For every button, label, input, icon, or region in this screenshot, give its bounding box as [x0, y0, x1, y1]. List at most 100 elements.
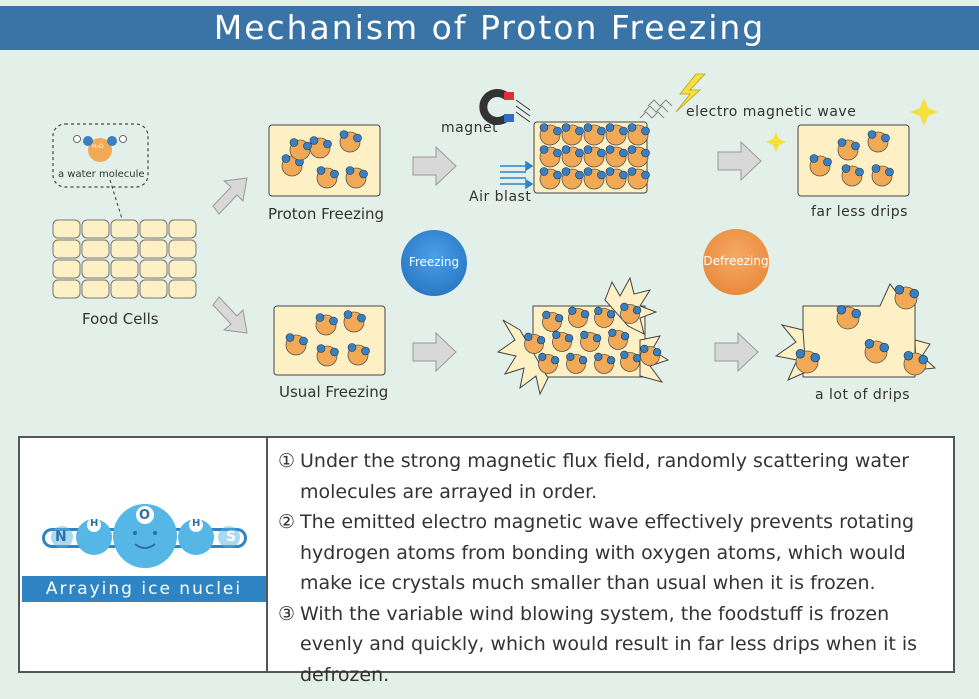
- food-cell: [139, 219, 168, 239]
- hydrogen-atom: [851, 141, 860, 151]
- hydrogen-atom: [339, 130, 349, 139]
- hydrogen-atom: [329, 316, 338, 326]
- page-title: Mechanism of Proton Freezing: [213, 8, 766, 47]
- food-cell: [168, 239, 197, 259]
- hydrogen-atom: [641, 170, 650, 180]
- magnet-label: magnet: [441, 120, 499, 136]
- point-2: ② The emitted electro magnetic wave effe…: [278, 507, 948, 599]
- atom-o: O: [139, 508, 151, 523]
- explanation-panel: N H O H S Arraying ice nuclei ① Under th…: [18, 436, 955, 686]
- hydrogen-atom: [871, 164, 881, 173]
- hydrogen-atom: [593, 334, 602, 343]
- atom-s: S: [226, 529, 237, 545]
- freezing-label: Freezing: [408, 255, 460, 269]
- food-cell: [52, 259, 81, 279]
- hydrogen-atom: [566, 352, 575, 361]
- hydrogen-atom: [909, 288, 919, 299]
- hydrogen-atom: [918, 354, 928, 365]
- hydrogen-atom: [867, 130, 877, 139]
- arrow-right-2: [717, 140, 762, 182]
- hydrogen-atom: [539, 123, 549, 132]
- food-cell: [139, 259, 168, 279]
- hydrogen-atom: [605, 167, 615, 176]
- proton-freezing-label: Proton Freezing: [268, 205, 385, 223]
- food-cell: [168, 219, 197, 239]
- hydrogen-atom: [575, 170, 584, 180]
- food-cells-label: Food Cells: [82, 310, 159, 328]
- hydrogen-atom: [855, 167, 864, 177]
- hydrogen-atom: [597, 126, 606, 136]
- sparkle-icon: [766, 98, 938, 152]
- hydrogen-atom: [579, 356, 588, 365]
- point-1-text: Under the strong magnetic flux field, ra…: [300, 450, 910, 503]
- hydrogen-atom: [361, 346, 370, 356]
- hydrogen-atom: [597, 148, 606, 158]
- hydrogen-atom: [653, 348, 662, 357]
- hydrogen-atom: [568, 306, 577, 315]
- food-cell: [52, 279, 81, 299]
- magnet-icon: [479, 89, 531, 125]
- hydrogen-atom: [555, 314, 564, 323]
- hydrogen-atom: [580, 330, 589, 339]
- atom-h-right: H: [192, 518, 201, 529]
- hydrogen-atom: [309, 136, 319, 145]
- hydrogen-atom: [537, 336, 546, 345]
- hydrogen-atom: [353, 133, 362, 143]
- hydrogen-atom: [583, 123, 593, 132]
- far-less-drips-label: far less drips: [811, 204, 908, 220]
- hydrogen-atom: [619, 148, 628, 158]
- hydrogen-atom: [565, 334, 574, 343]
- hydrogen-atom: [641, 126, 650, 136]
- food-cells-grid: [52, 219, 197, 299]
- hydrogen-atom: [289, 138, 299, 147]
- hydrogen-atom: [539, 167, 549, 176]
- hydrogen-atom: [607, 310, 616, 319]
- hydrogen-atom: [879, 342, 889, 353]
- hydrogen-atom: [810, 352, 820, 363]
- hydrogen-atom: [575, 126, 584, 136]
- hydrogen-atom: [551, 356, 560, 365]
- hydrogen-atom: [553, 126, 562, 136]
- hydrogen-atom: [316, 166, 326, 175]
- point-1-number: ①: [278, 450, 296, 472]
- hydrogen-atom: [641, 148, 650, 158]
- title-bar: [0, 6, 979, 50]
- hydrogen-atom: [627, 145, 637, 154]
- hydrogen-atom: [552, 330, 561, 339]
- food-cell: [81, 259, 110, 279]
- hydrogen-atom: [561, 123, 571, 132]
- defreezing-label: Defreezing: [703, 254, 769, 268]
- freezing-bubble: [401, 230, 467, 296]
- explanation-points: ① Under the strong magnetic flux field, …: [278, 446, 948, 690]
- em-wave-label: electro magnetic wave: [686, 104, 857, 120]
- hydrogen-atom: [640, 344, 649, 353]
- hydrogen-atom: [795, 349, 806, 359]
- defreezing-bubble: [703, 229, 769, 295]
- hydrogen-atom: [633, 306, 642, 315]
- hydrogen-atom: [583, 167, 593, 176]
- point-2-text: The emitted electro magnetic wave effect…: [300, 511, 915, 594]
- molecule-layer: [281, 123, 928, 376]
- hydrogen-atom: [851, 308, 861, 319]
- hydrogen-atom: [285, 333, 295, 342]
- water-molecule-center-label: H₂O: [92, 143, 104, 150]
- hydrogen-atom: [864, 339, 875, 349]
- hydrogen-atom: [343, 310, 353, 319]
- hydrogen-atom: [281, 154, 291, 163]
- hydrogen-atom: [524, 332, 533, 341]
- point-3-number: ③: [278, 602, 296, 625]
- hydrogen-atom: [538, 352, 547, 361]
- hydrogen-atom: [539, 145, 549, 154]
- hydrogen-atom: [357, 313, 366, 323]
- hydrogen-atom: [553, 170, 562, 180]
- hydrogen-atom: [330, 169, 339, 179]
- food-cell: [110, 259, 139, 279]
- atom-n: N: [55, 529, 67, 545]
- arrow-up-right: [212, 177, 248, 215]
- ice-nuclei-band: [22, 576, 266, 602]
- ice-nuclei-caption: Arraying ice nuclei: [45, 579, 243, 599]
- usual-freezing-label: Usual Freezing: [279, 383, 389, 401]
- hydrogen-atom: [608, 328, 617, 337]
- hydrogen-atom: [575, 148, 584, 158]
- water-molecule-label: a water molecule: [58, 169, 145, 180]
